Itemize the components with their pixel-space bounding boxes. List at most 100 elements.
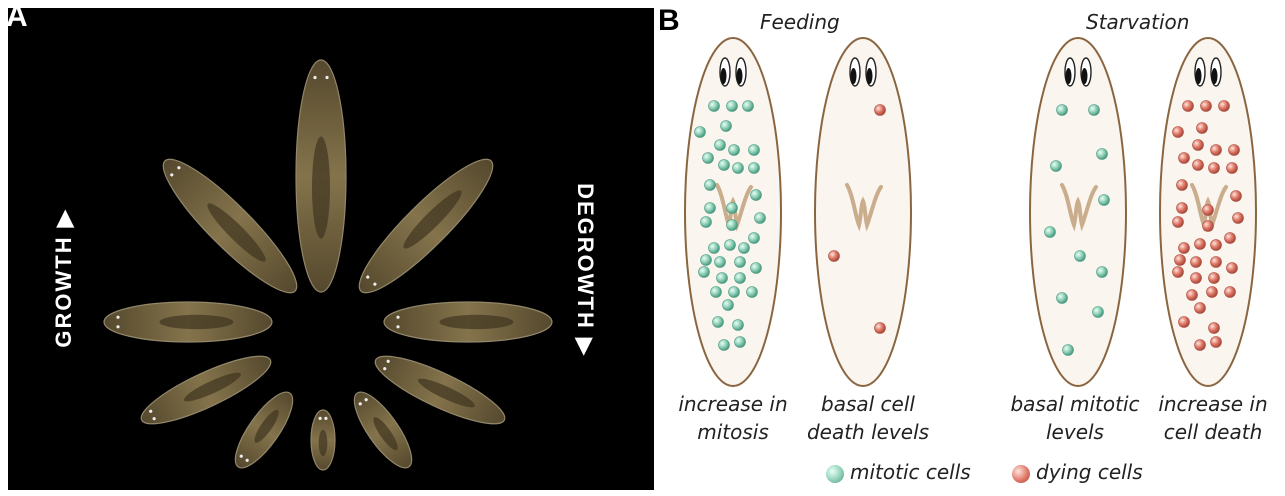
pharynx <box>845 183 883 232</box>
mitotic-cell <box>742 100 754 112</box>
dying-cell <box>1172 126 1184 138</box>
dying-cell <box>1226 162 1238 174</box>
schematic-worm-4 <box>1159 37 1257 387</box>
mitotic-cell <box>1056 292 1068 304</box>
dying-cell <box>1208 272 1220 284</box>
dying-cell <box>1208 322 1220 334</box>
mitotic-cell <box>694 126 706 138</box>
dying-cell <box>1182 100 1194 112</box>
planarian-worm <box>374 355 506 425</box>
legend-dying-label: dying cells <box>1036 460 1143 484</box>
mitotic-cell <box>1062 344 1074 356</box>
dying-cell <box>1192 159 1204 171</box>
mitotic-cell <box>1088 104 1100 116</box>
planarian-photo-panel <box>8 8 654 490</box>
planarian-worm <box>383 301 553 343</box>
mitotic-cell <box>734 336 746 348</box>
planarian-worm <box>295 59 347 293</box>
condition-feeding: Feeding <box>760 10 840 34</box>
dying-cell <box>1176 202 1188 214</box>
dying-cell <box>1224 286 1236 298</box>
mitotic-cell <box>746 286 758 298</box>
dying-cell <box>1232 212 1244 224</box>
planarian-worm <box>103 301 273 343</box>
mitotic-cell <box>716 272 728 284</box>
dying-cell <box>1190 256 1202 268</box>
schematic-worm-1 <box>684 37 782 387</box>
dying-cell <box>1206 286 1218 298</box>
mitotic-cell <box>726 100 738 112</box>
dying-cell <box>1208 162 1220 174</box>
dying-cell <box>1172 216 1184 228</box>
mitotic-cell <box>728 144 740 156</box>
mitotic-cell <box>700 254 712 266</box>
mitotic-cell <box>704 202 716 214</box>
dying-cell <box>1174 254 1186 266</box>
mitotic-cell <box>1096 148 1108 160</box>
planarian-worm <box>353 391 413 469</box>
dying-cell <box>1218 100 1230 112</box>
mitotic-cell <box>712 316 724 328</box>
panel-b-letter: B <box>658 4 680 37</box>
mitotic-cell <box>738 242 750 254</box>
worm-schematics <box>684 37 1257 387</box>
growth-label: GROWTH ▶ <box>51 208 76 348</box>
dying-cell <box>1200 100 1212 112</box>
dying-cell <box>874 104 886 116</box>
mitotic-cell <box>702 152 714 164</box>
mitotic-cell <box>1044 226 1056 238</box>
degrowth-label: DEGROWTH ▶ <box>573 183 598 357</box>
dying-cell <box>1178 242 1190 254</box>
pharynx <box>715 183 753 232</box>
dying-cell <box>1194 339 1206 351</box>
mitotic-cell <box>720 120 732 132</box>
planarian-photo <box>103 59 553 471</box>
mitotic-cell <box>748 144 760 156</box>
mitotic-cell <box>748 232 760 244</box>
legend-dying-dot <box>1012 465 1030 483</box>
mitotic-cell <box>750 262 762 274</box>
worm-body <box>814 37 912 387</box>
mitotic-cell <box>700 216 712 228</box>
mitotic-cell <box>1074 250 1086 262</box>
mitotic-cell <box>726 202 738 214</box>
legend-mitotic-dot <box>826 465 844 483</box>
planarian-worm <box>140 355 272 425</box>
dying-cell <box>1202 220 1214 232</box>
mitotic-cell <box>732 162 744 174</box>
worm-body <box>1029 37 1127 387</box>
schematic-worm-3 <box>1029 37 1127 387</box>
planarian-worm <box>310 409 336 471</box>
mitotic-cell <box>1092 306 1104 318</box>
pharynx <box>1190 183 1228 232</box>
schematic-worm-2 <box>814 37 912 387</box>
dying-cell <box>1210 144 1222 156</box>
mitotic-cell <box>714 139 726 151</box>
dying-cell <box>1226 262 1238 274</box>
planarian-worm <box>234 391 294 469</box>
mitotic-cell <box>724 239 736 251</box>
condition-starvation: Starvation <box>1086 10 1190 34</box>
dying-cell <box>1172 266 1184 278</box>
mitotic-cell <box>710 286 722 298</box>
mitotic-cell <box>718 159 730 171</box>
mitotic-cell <box>718 339 730 351</box>
mitotic-cell <box>722 299 734 311</box>
mitotic-cell <box>1050 160 1062 172</box>
dying-cell <box>1210 239 1222 251</box>
pharynx <box>1060 183 1098 232</box>
mitotic-cell <box>708 242 720 254</box>
dying-cell <box>1194 302 1206 314</box>
dying-cell <box>1202 204 1214 216</box>
mitotic-cell <box>734 256 746 268</box>
mitotic-cell <box>728 286 740 298</box>
dying-cell <box>1230 190 1242 202</box>
panel-a-letter: A <box>6 0 28 33</box>
dying-cell <box>1194 238 1206 250</box>
mitotic-cell <box>1056 104 1068 116</box>
dying-cell <box>1196 122 1208 134</box>
dying-cell <box>1190 272 1202 284</box>
